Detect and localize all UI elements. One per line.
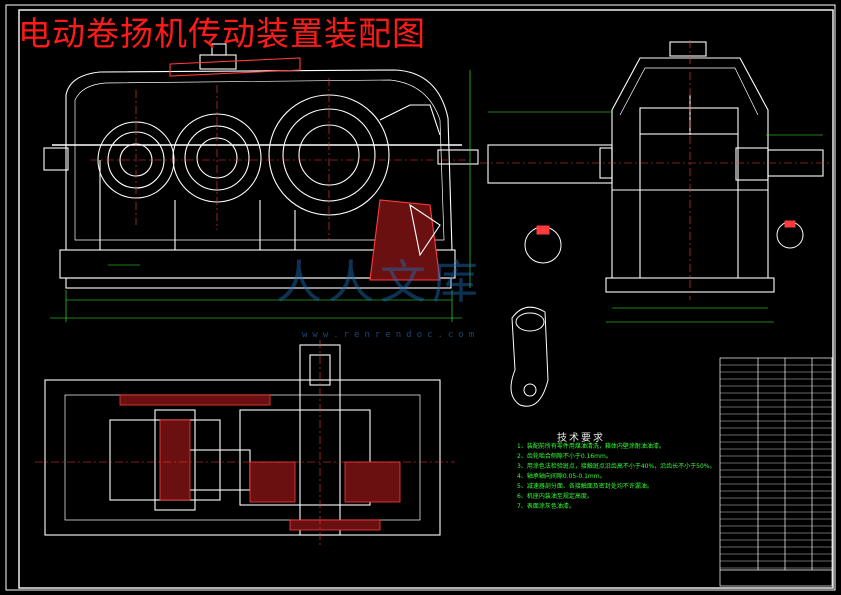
- side-vent: [669, 41, 707, 57]
- requirement-item: 1、装配前所有零件用煤油清洗，箱体内壁涂耐油油漆。: [517, 443, 665, 450]
- oil-gauge-hatch: [369, 199, 441, 281]
- vent-cap: [211, 43, 227, 56]
- requirement-item: 7、表面涂灰色油漆。: [517, 503, 575, 510]
- housing-inner-outline: [74, 79, 445, 241]
- parts-table-rows: [720, 364, 832, 569]
- parts-table: [719, 357, 833, 587]
- bearing-cover-2: [184, 125, 250, 191]
- technical-requirements-list: 1、装配前所有零件用煤油清洗，箱体内壁涂耐油油漆。 2、齿轮啮合侧隙不小于0.1…: [517, 442, 716, 512]
- requirement-item: 5、减速器剖分面、各接触面及密封处均不许漏油。: [517, 483, 653, 490]
- detail-outline: [510, 306, 549, 407]
- shaft-sections: [510, 220, 804, 407]
- technical-requirements-title: 技术要求: [557, 433, 605, 444]
- requirement-item: 3、用涂色法检验斑点，接触斑点沿齿高不小于40%，沿齿长不小于50%。: [517, 463, 716, 470]
- requirement-item: 2、齿轮啮合侧隙不小于0.16mm。: [517, 453, 612, 460]
- top-view-center-lines: [35, 340, 455, 545]
- front-view-dimensions: [50, 70, 471, 322]
- watermark-url: www.renrendoc.com: [302, 330, 480, 340]
- output-lug: [379, 104, 441, 136]
- oil-gauge-rod: [409, 203, 441, 257]
- top-housing: [44, 379, 441, 536]
- right-seal: [735, 147, 769, 181]
- base-foot: [65, 277, 452, 289]
- requirement-item: 4、轴承轴向间隙0.05-0.1mm。: [517, 473, 606, 480]
- drawing-title: 电动卷扬机传动装置装配图: [18, 14, 426, 53]
- side-cover-band: [639, 107, 739, 135]
- top-view-hatching: [119, 394, 401, 531]
- requirement-item: 6、机座内装油至规定高度。: [517, 493, 593, 500]
- side-view-center-lines: [480, 40, 830, 300]
- input-shaft-end: [43, 147, 69, 171]
- inner-frame: [18, 9, 834, 589]
- output-shaft-end: [437, 149, 479, 165]
- cover-hatch-outline: [169, 57, 301, 77]
- outer-frame: [5, 4, 836, 591]
- watermark-logo: 人人文库: [276, 255, 484, 309]
- side-view-dimensions: [488, 111, 823, 323]
- gear-pair-2: [239, 409, 371, 506]
- housing-outline: [65, 69, 453, 251]
- front-view-center-lines: [90, 78, 470, 240]
